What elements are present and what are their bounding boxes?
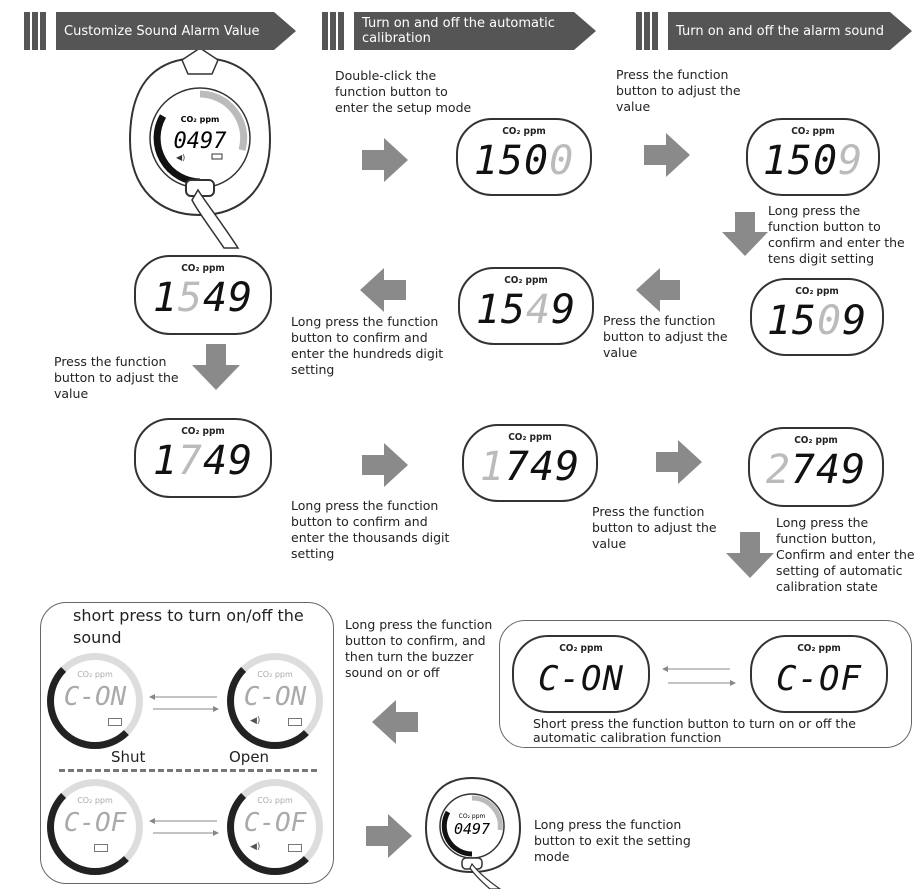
lcd-display-1549: CO₂ ppm 1549 [458, 267, 594, 345]
banner-label: Turn on and off the automatic calibratio… [354, 12, 596, 50]
step-adjust-text-3: Press the function button to adjust the … [54, 354, 179, 401]
banner-customize-alarm: Customize Sound Alarm Value [24, 12, 296, 50]
toggle-arrows-icon [149, 694, 219, 712]
lcd-unit-label: CO₂ ppm [791, 126, 835, 137]
lcd-display-1500: CO₂ ppm 1500 [456, 118, 592, 196]
step-buzzer-text: Long press the function button to confir… [345, 617, 493, 680]
arrow-down-icon [726, 532, 774, 578]
arrow-right-icon [644, 133, 690, 177]
toggle-arrows-icon [149, 818, 219, 836]
lcd-unit-label: CO₂ ppm [795, 286, 839, 297]
banner-auto-calibration: Turn on and off the automatic calibratio… [322, 12, 602, 50]
lcd-unit-label: CO₂ ppm [794, 435, 838, 446]
banner-bars-icon [24, 12, 50, 50]
battery-icon [288, 844, 302, 852]
lcd-display-2749: CO₂ ppm 2749 [748, 427, 884, 507]
svg-text:◀): ◀) [176, 153, 185, 162]
lcd-unit-label: CO₂ ppm [181, 426, 225, 437]
toggle-arrows-icon [662, 666, 736, 686]
arrow-left-icon [360, 268, 406, 312]
lcd-display-1509: CO₂ ppm 1509 [746, 118, 880, 196]
arrow-right-icon [656, 440, 702, 484]
arrow-down-icon [722, 212, 768, 256]
arrow-down-icon [192, 344, 240, 390]
c-on-value: C-ON [538, 659, 624, 699]
lcd-display-1549-hundreds: CO₂ ppm 1549 [134, 255, 272, 335]
display-open-c-on: CO₂ ppm C-ON ◀) [227, 653, 323, 749]
lcd-unit-label: CO₂ ppm [559, 643, 603, 654]
lcd-unit-label: CO₂ ppm [502, 126, 546, 137]
device-with-finger-illustration: CO₂ ppm 0497 ◀) [128, 50, 272, 249]
lcd-unit-label: CO₂ ppm [181, 263, 225, 274]
svg-text:0497: 0497 [454, 820, 490, 838]
display-open-c-of: CO₂ ppm C-OF ◀) [227, 779, 323, 875]
battery-icon [108, 718, 122, 726]
arrow-left-icon [372, 700, 418, 744]
device-exit-illustration: CO₂ ppm 0497 [424, 776, 522, 889]
lcd-unit-label: CO₂ ppm [504, 275, 548, 286]
speaker-icon: ◀) [250, 842, 261, 852]
svg-text:CO₂ ppm: CO₂ ppm [459, 813, 486, 820]
arrow-right-icon [362, 443, 408, 487]
step-enter-setup-text: Double-click the function button to ente… [335, 68, 472, 115]
step-adjust-text: Press the function button to adjust the … [616, 67, 741, 114]
step-tens-text: Long press the function button to confir… [768, 203, 905, 266]
lcd-display-1749-thousands: CO₂ ppm 1749 [462, 424, 598, 502]
banner-bars-icon [636, 12, 662, 50]
speaker-icon: ◀) [250, 716, 261, 726]
calibration-toggle-panel: CO₂ ppm C-ON CO₂ ppm C-OF Short press th… [499, 620, 912, 748]
divider [59, 769, 317, 772]
label-open: Open [229, 748, 270, 766]
arrow-left-icon [636, 268, 680, 312]
banner-label: Turn on and off the alarm sound [668, 12, 912, 50]
battery-icon [288, 718, 302, 726]
device-display-value: 0497 [174, 129, 228, 154]
svg-text:CO₂ ppm: CO₂ ppm [181, 115, 220, 124]
lcd-unit-label: CO₂ ppm [797, 643, 841, 654]
sound-toggle-panel: short press to turn on/off the sound CO₂… [40, 602, 334, 884]
c-of-value: C-OF [776, 659, 862, 699]
step-thousands-text: Long press the function button to confir… [291, 498, 450, 561]
banner-label: Customize Sound Alarm Value [56, 12, 296, 50]
banner-bars-icon [322, 12, 348, 50]
sound-panel-title: short press to turn on/off the sound [73, 606, 304, 647]
lcd-display-1749: CO₂ ppm 1749 [134, 418, 272, 498]
step-adjust-text-2: Press the function button to adjust the … [603, 313, 728, 360]
arrow-right-icon [366, 814, 412, 858]
label-shut: Shut [111, 748, 146, 766]
banner-alarm-sound: Turn on and off the alarm sound [636, 12, 908, 50]
step-exit-text: Long press the function button to exit t… [534, 817, 691, 864]
display-shut-c-of: CO₂ ppm C-OF [47, 779, 143, 875]
battery-icon [94, 844, 108, 852]
step-calibration-text: Long press the function button, Confirm … [776, 515, 915, 594]
step-hundreds-text: Long press the function button to confir… [291, 314, 444, 377]
display-shut-c-on: CO₂ ppm C-ON [47, 653, 143, 749]
arrow-right-icon [362, 138, 408, 182]
lcd-display-1509-tens: CO₂ ppm 1509 [750, 278, 884, 356]
lcd-display-c-on: CO₂ ppm C-ON [512, 635, 650, 713]
step-adjust-text-4: Press the function button to adjust the … [592, 504, 717, 551]
lcd-display-c-of: CO₂ ppm C-OF [750, 635, 888, 713]
calibration-panel-text: Short press the function button to turn … [533, 716, 856, 745]
lcd-unit-label: CO₂ ppm [508, 432, 552, 443]
